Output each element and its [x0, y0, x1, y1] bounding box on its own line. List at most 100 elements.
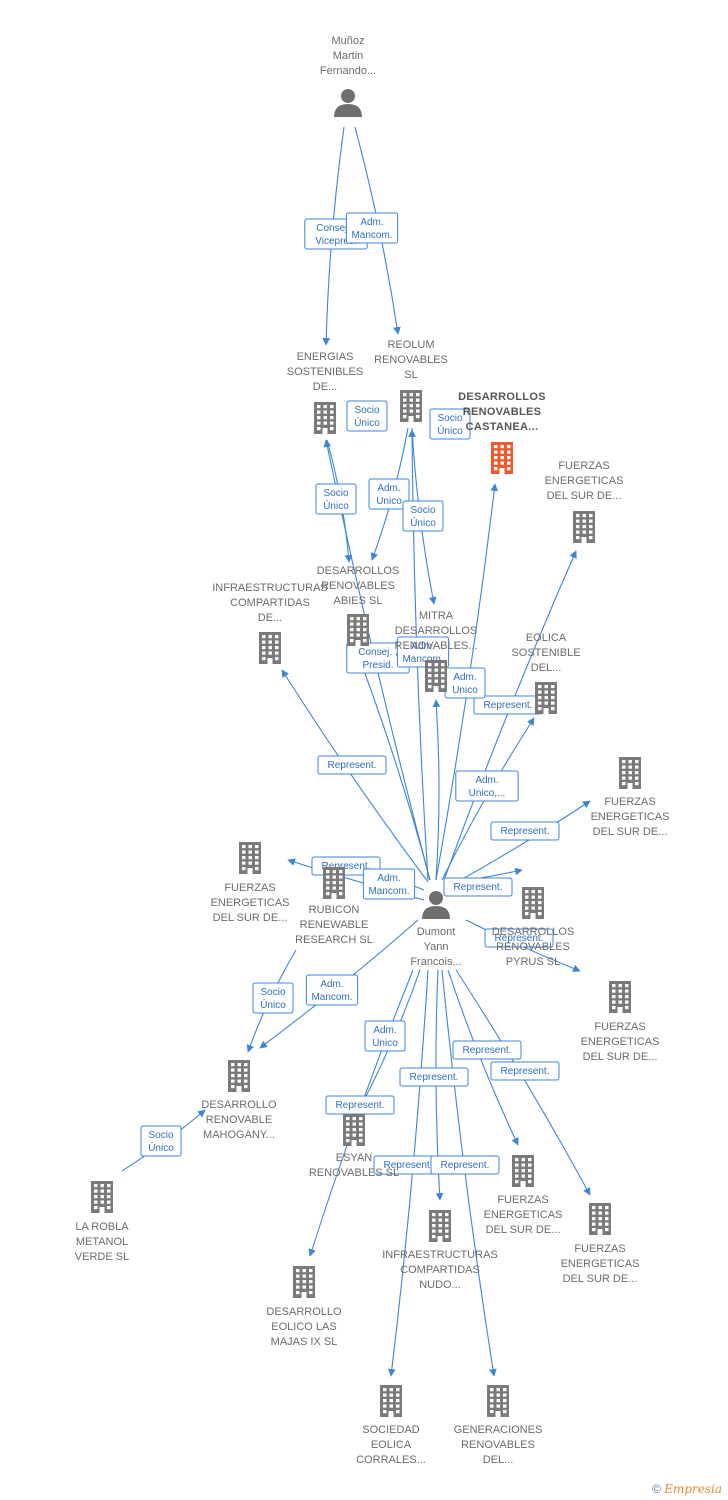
edge-label-reolum-to-abies[interactable]: Adm.Unico — [368, 478, 410, 510]
edge-label-dumont-to-majas[interactable]: Adm.Unico — [364, 1020, 406, 1052]
building-window — [244, 1085, 248, 1089]
edge-label-box — [429, 408, 471, 440]
building-window — [544, 701, 548, 705]
building-window — [352, 1133, 356, 1137]
building-window — [94, 1184, 98, 1188]
building-window — [551, 701, 555, 705]
node-label: DESARROLLOS — [317, 565, 400, 577]
edge-label-text: Represent. — [501, 826, 550, 837]
building-window — [445, 1224, 449, 1228]
building-window — [237, 1063, 241, 1067]
person-body — [334, 104, 362, 117]
building-window — [107, 1206, 111, 1210]
node-label: DESARROLLO — [266, 1306, 342, 1318]
edge-label-box — [345, 212, 399, 244]
node-infra1[interactable]: INFRAESTRUCTURASCOMPARTIDASDE... — [212, 582, 328, 664]
node-generaciones[interactable]: GENERACIONESRENOVABLESDEL... — [454, 1385, 543, 1466]
node-dumont[interactable]: DumontYannFrancois... — [410, 891, 462, 968]
node-label: DEL SUR DE... — [213, 912, 288, 924]
building-door — [617, 1007, 623, 1013]
node-castanea[interactable]: DESARROLLOSRENOVABLESCASTANEA... — [458, 391, 546, 474]
edge-label-dumont-to-rubicon[interactable]: Adm.Mancom. — [362, 868, 416, 900]
edge-label-dumont-to-infra2[interactable]: Represent. — [325, 1095, 395, 1115]
edge-label-text: Mancom. — [351, 230, 392, 241]
building-window — [363, 639, 367, 643]
building-window — [612, 1000, 616, 1004]
building-window — [598, 1206, 602, 1210]
building-window — [494, 456, 498, 460]
building-window — [339, 870, 343, 874]
edge-label-dumont-to-fuerzas6[interactable]: Represent. — [490, 1061, 560, 1081]
building-window — [326, 875, 330, 879]
building-window — [302, 1274, 306, 1278]
building-window — [432, 1218, 436, 1222]
building-window — [339, 892, 343, 896]
building-window — [515, 1169, 519, 1173]
building-window — [576, 514, 580, 518]
building-window — [275, 657, 279, 661]
edge-label-munoz-to-reolum[interactable]: Adm. Mancom. — [345, 212, 399, 244]
edge-label-dumont-to-generaciones[interactable]: Represent. — [430, 1155, 500, 1175]
edge-label-dumont-to-fuerzas5[interactable]: Represent. — [452, 1040, 522, 1060]
building-window — [244, 1074, 248, 1078]
building-window — [521, 1158, 525, 1162]
node-energias[interactable]: ENERGIASSOSTENIBLESDE... — [287, 351, 363, 434]
edge-label-dumont-to-esyan[interactable]: Represent. — [399, 1067, 469, 1087]
edge-label-dumont-to-fuerzas2[interactable]: Represent. — [443, 877, 513, 897]
edge-label-text: Adm. — [377, 483, 400, 494]
node-mahogany[interactable]: DESARROLLORENOVABLEMAHOGANY... — [201, 1060, 277, 1141]
edge-label-dumont-to-abies[interactable]: Adm.Mancom. — [396, 636, 450, 668]
building-window — [589, 519, 593, 523]
edge-label-text: Único — [323, 499, 349, 512]
node-mitra[interactable]: MITRADESARROLLOSRENOVABLES... — [395, 610, 478, 692]
building-window — [490, 1388, 494, 1392]
edge-label-dumont-to-infra1[interactable]: Represent. — [317, 755, 387, 775]
building-door — [627, 783, 633, 789]
building-window — [622, 765, 626, 769]
node-eolica[interactable]: EOLICASOSTENIBLEDEL... — [511, 632, 581, 714]
brand-logo[interactable]: Empresia — [664, 1482, 722, 1496]
building-window — [255, 845, 259, 849]
edge-label-dumont-to-fuerzas4[interactable]: Represent. — [484, 928, 554, 948]
building-window — [383, 1410, 387, 1414]
edge-label-text: Represent. — [495, 933, 544, 944]
building-window — [309, 1280, 313, 1284]
node-corrales[interactable]: SOCIEDADEOLICACORRALES... — [356, 1385, 426, 1466]
edge-label-dumont-to-mitra[interactable]: Adm.Unico — [444, 667, 486, 699]
edge-label-dumont-to-pyrus[interactable]: Adm.Unico,... — [455, 770, 519, 802]
node-munoz[interactable]: MuñozMartinFernando... — [320, 35, 376, 117]
building-window — [438, 1218, 442, 1222]
edge-label-text: Represent. — [328, 760, 377, 771]
building-window — [622, 782, 626, 786]
building-window — [635, 760, 639, 764]
edge-label-text: Adm. — [360, 217, 383, 228]
edge-label-dumont-to-mahogany[interactable]: Adm.Mancom. — [305, 974, 359, 1006]
building-window — [428, 674, 432, 678]
edge-label-dumont-to-eolica[interactable]: Represent. — [490, 821, 560, 841]
edge-label-dumont-to-fuerzas1[interactable]: Represent. — [473, 695, 543, 715]
building-window — [589, 514, 593, 518]
node-infra2[interactable]: INFRAESTRUCTURASCOMPARTIDASNUDO... — [382, 1210, 498, 1291]
building-window — [296, 1269, 300, 1273]
edge-label-text: Represent. — [441, 1160, 490, 1171]
building-window — [94, 1195, 98, 1199]
